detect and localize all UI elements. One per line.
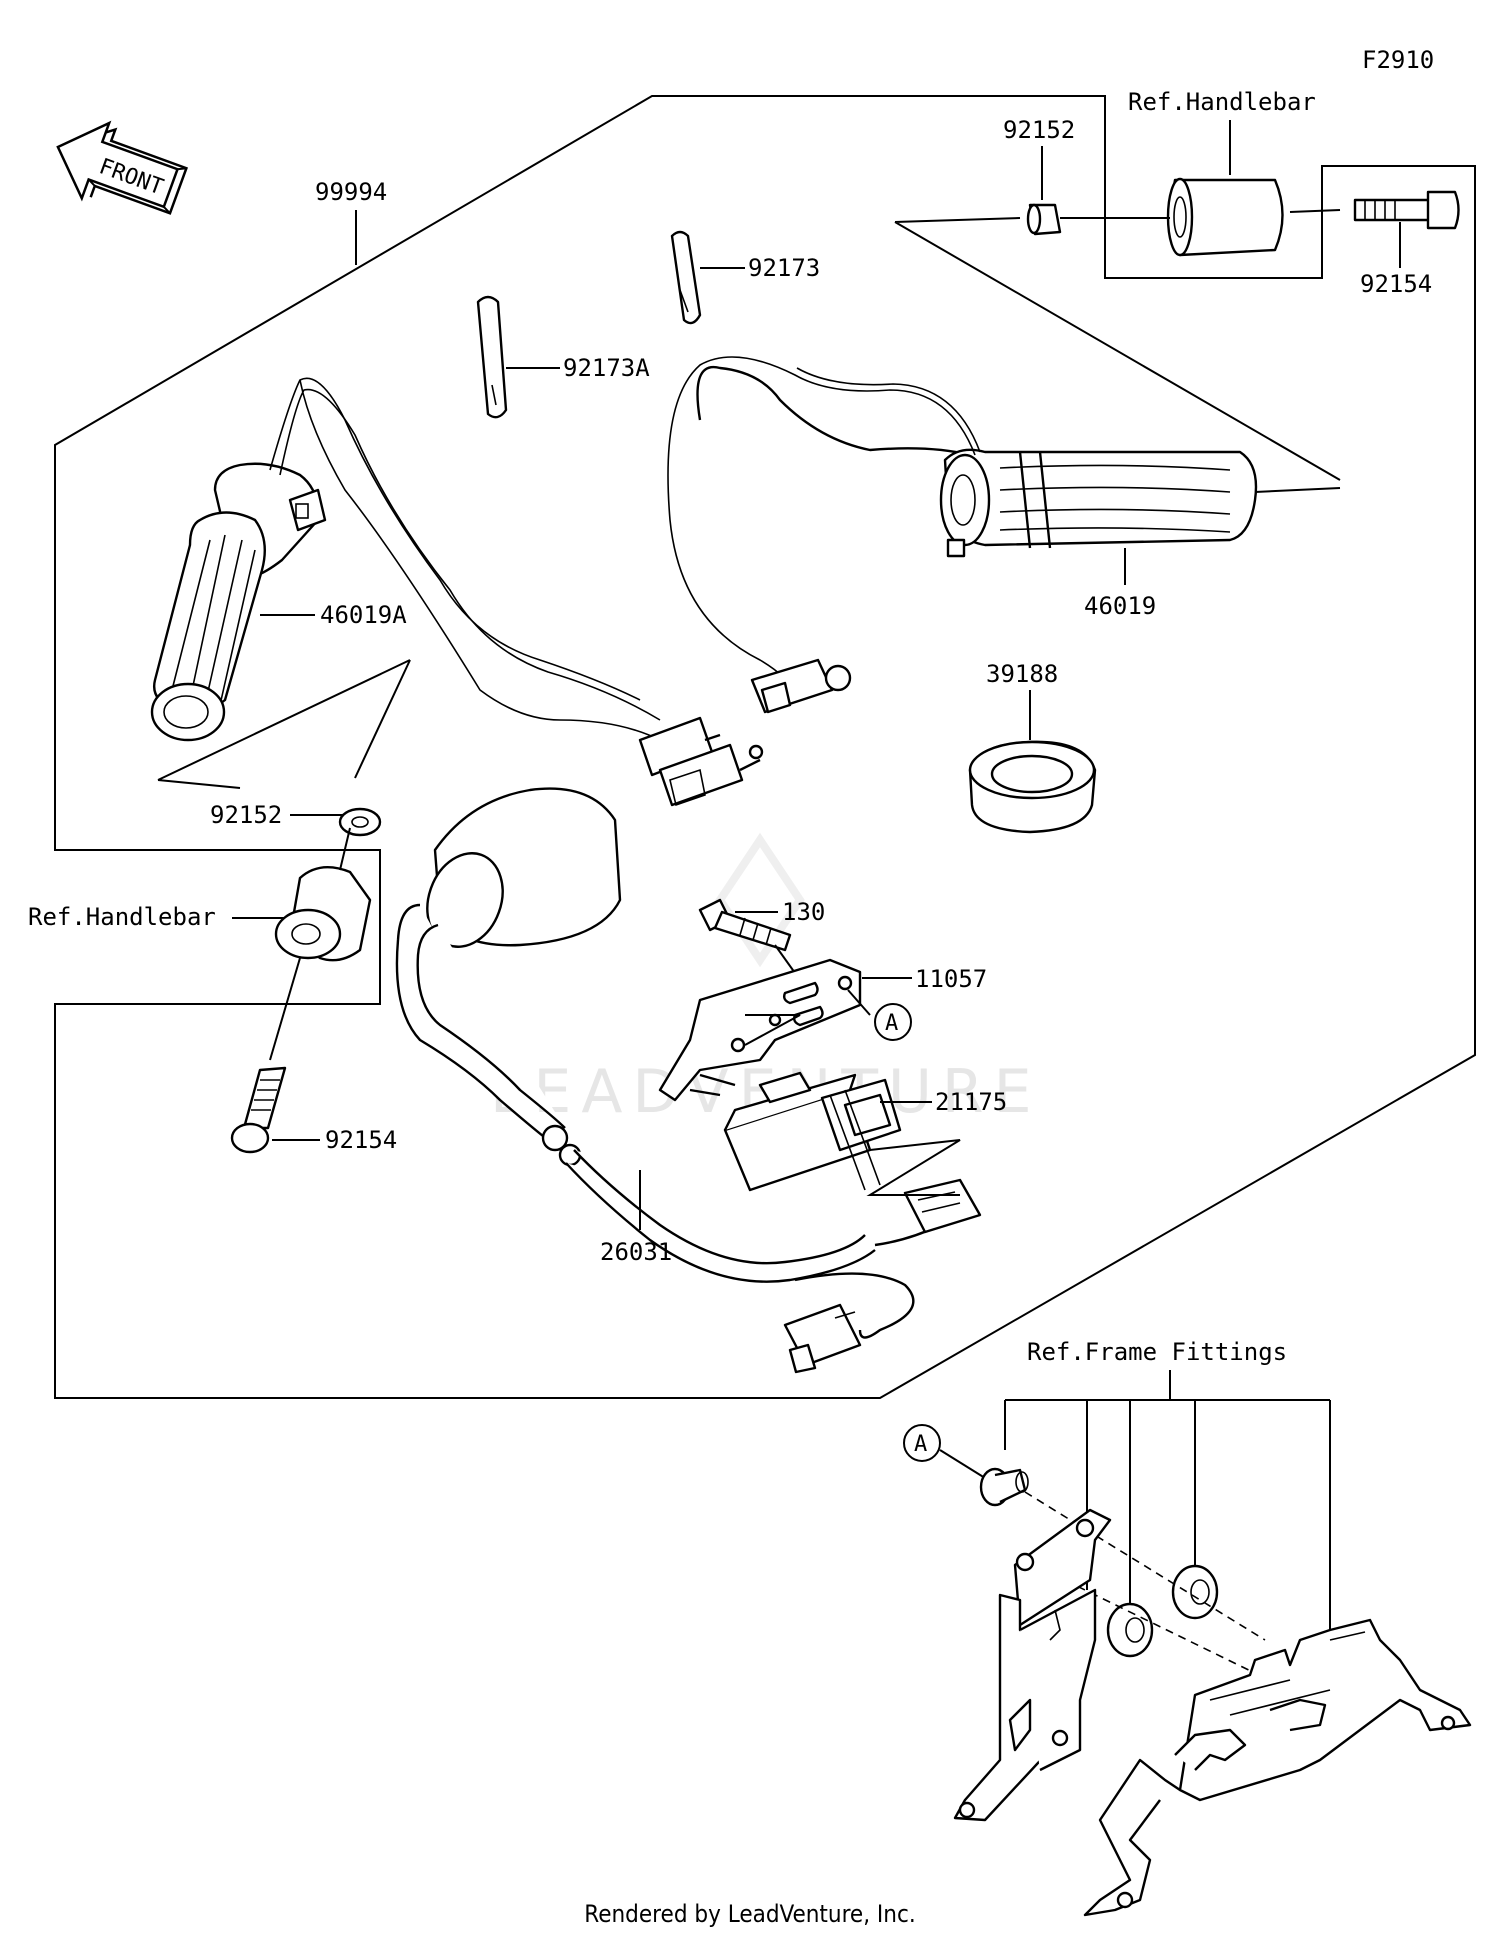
cable-tie-92173A	[476, 295, 508, 419]
front-arrow-icon: FRONT	[56, 120, 188, 215]
part-label-26031: 26031	[600, 1238, 672, 1266]
frame-crossmember	[1083, 1618, 1472, 1917]
part-label-46019A: 46019A	[320, 601, 407, 629]
part-label-11057: 11057	[915, 965, 987, 993]
relay-21175	[723, 1071, 902, 1192]
kit-outline	[54, 95, 1476, 1399]
part-label-39188: 39188	[986, 660, 1058, 688]
part-label-130: 130	[782, 898, 825, 926]
washer-92152-left	[338, 807, 382, 837]
ref-handlebar-right: Ref.Handlebar	[1128, 88, 1316, 116]
bracket-11057	[658, 958, 862, 1102]
grip-connector-left	[638, 716, 764, 807]
bolt-130	[698, 898, 792, 952]
ring-39188	[968, 740, 1097, 834]
heated-grip-right	[696, 365, 1258, 558]
frame-bracket	[953, 1508, 1112, 1822]
footer-credit: Rendered by LeadVenture, Inc.	[584, 1900, 916, 1928]
callout-circle-A-bottom: A	[903, 1424, 941, 1462]
figure-code: F2910	[1362, 46, 1434, 74]
heated-grip-left	[150, 462, 327, 742]
ref-frame-fittings: Ref.Frame Fittings	[1027, 1338, 1287, 1366]
bolt-92154-left	[230, 1066, 287, 1154]
bar-end-weight-left	[274, 866, 372, 962]
part-label-21175: 21175	[935, 1088, 1007, 1116]
part-label-92152-left: 92152	[210, 801, 282, 829]
washer-92152-top	[1026, 203, 1062, 236]
bar-end-weight-right	[1166, 177, 1284, 257]
part-label-92173: 92173	[748, 254, 820, 282]
part-label-46019: 46019	[1084, 592, 1156, 620]
callout-label-A-top: A	[885, 1011, 898, 1036]
harness-connector-a	[903, 1178, 982, 1234]
part-label-92154-top: 92154	[1360, 270, 1432, 298]
part-label-92154-left: 92154	[325, 1126, 397, 1154]
grommet-upper	[1171, 1564, 1219, 1620]
ref-handlebar-left: Ref.Handlebar	[28, 903, 216, 931]
bolt-92154-top	[1353, 190, 1460, 230]
part-label-92173A: 92173A	[563, 354, 650, 382]
callout-label-A-bottom: A	[914, 1432, 927, 1457]
part-label-92152-top: 92152	[1003, 116, 1075, 144]
harness-26031	[395, 787, 961, 1339]
part-label-99994: 99994	[315, 178, 387, 206]
grip-connector-right	[750, 658, 852, 714]
cable-tie-92173	[670, 230, 702, 325]
collar-fitting	[979, 1467, 1029, 1507]
callout-circle-A-top: A	[874, 1003, 912, 1041]
harness-connector-b	[783, 1303, 862, 1374]
